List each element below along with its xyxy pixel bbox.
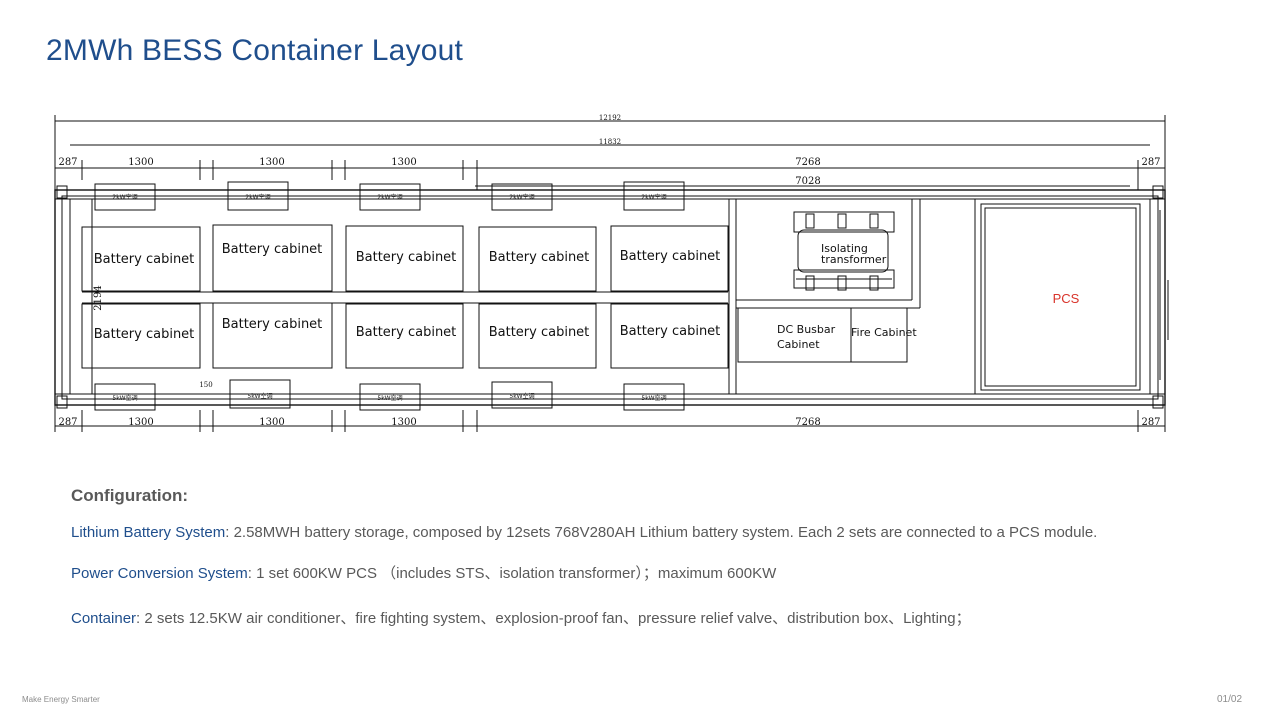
dim-end-offset-bottom-right: 287 [1141, 417, 1160, 428]
dim-width: 2194 [93, 285, 104, 310]
battery-cabinet-label: Battery cabinet [620, 324, 721, 339]
battery-cabinet-label: Battery cabinet [94, 252, 195, 267]
dim-pitch-top-3: 1300 [391, 157, 416, 168]
ac-unit-label: 5kW空调 [509, 392, 534, 400]
dim-overall-length: 12192 [599, 114, 621, 122]
isolating-transformer-label: Isolating [821, 242, 868, 255]
ac-unit-label: 5kW空调 [641, 394, 666, 402]
dim-inner-length: 11832 [599, 138, 621, 146]
ac-unit-label: 2kW空调 [377, 193, 402, 201]
fire-cabinet-label: Fire Cabinet [851, 326, 917, 339]
config-key: Container [71, 610, 137, 627]
page-number: 01/02 [1217, 694, 1243, 705]
ac-unit-label: 2kW空调 [509, 193, 534, 201]
battery-cabinet-label: Battery cabinet [356, 325, 457, 340]
dim-pitch-bottom-1: 1300 [128, 417, 153, 428]
dim-pitch-bottom-2: 1300 [259, 417, 284, 428]
pcs-label: PCS [1053, 291, 1080, 306]
ac-unit-label: 2kW空调 [641, 193, 666, 201]
config-line-container: Container: 2 sets 12.5KW air conditioner… [71, 607, 971, 628]
isolating-transformer-label: transformer [821, 253, 887, 266]
config-separator: : [225, 524, 230, 541]
config-separator: : [247, 565, 252, 582]
battery-cabinet-label: Battery cabinet [489, 325, 590, 340]
config-separator: : [136, 610, 141, 627]
dim-end-offset-bottom-left: 287 [58, 417, 77, 428]
container-layout-drawing: 12192 11832 287 1300 1300 1300 7268 287 … [54, 114, 1169, 432]
ac-unit-label: 5kW空调 [377, 394, 402, 402]
config-text: 2 sets 12.5KW air conditioner、fire fight… [144, 610, 971, 627]
config-key: Power Conversion System [71, 565, 248, 582]
dim-end-offset-top-right: 287 [1141, 157, 1160, 168]
config-key: Lithium Battery System [71, 524, 226, 541]
battery-cabinet-label: Battery cabinet [222, 317, 323, 332]
dim-pitch-top-2: 1300 [259, 157, 284, 168]
ac-unit-label: 2kW空调 [245, 193, 270, 201]
battery-cabinet-label: Battery cabinet [222, 242, 323, 257]
ac-unit-label: 5kW空调 [112, 394, 137, 402]
battery-cabinet-label: Battery cabinet [94, 327, 195, 342]
ac-unit-label: 2kW空调 [112, 193, 137, 201]
dim-equipment-zone-inner: 7028 [795, 176, 820, 187]
footer-tagline: Make Energy Smarter [22, 695, 100, 704]
config-text: 2.58MWH battery storage, composed by 12s… [233, 524, 1098, 541]
dim-end-offset-top-left: 287 [58, 157, 77, 168]
config-line-pcs: Power Conversion System: 1 set 600KW PCS… [71, 562, 776, 583]
slide-title: 2MWh BESS Container Layout [46, 34, 464, 67]
dc-busbar-cabinet-label: DC Busbar [777, 323, 836, 336]
battery-cabinet-label: Battery cabinet [620, 249, 721, 264]
config-text: 1 set 600KW PCS （includes STS、isolation … [256, 565, 777, 582]
config-line-battery: Lithium Battery System: 2.58MWH battery … [71, 524, 1097, 541]
dim-equipment-zone-bottom: 7268 [795, 417, 820, 428]
battery-cabinet-label: Battery cabinet [489, 250, 590, 265]
battery-cabinet-label: Battery cabinet [356, 250, 457, 265]
ac-unit-label: 5kW空调 [247, 392, 272, 400]
dc-busbar-cabinet-label: Cabinet [777, 338, 820, 351]
dim-pitch-top-1: 1300 [128, 157, 153, 168]
dim-spacing-small: 150 [199, 381, 212, 389]
dim-equipment-zone-top: 7268 [795, 157, 820, 168]
configuration-heading: Configuration: [71, 486, 189, 505]
dim-pitch-bottom-3: 1300 [391, 417, 416, 428]
